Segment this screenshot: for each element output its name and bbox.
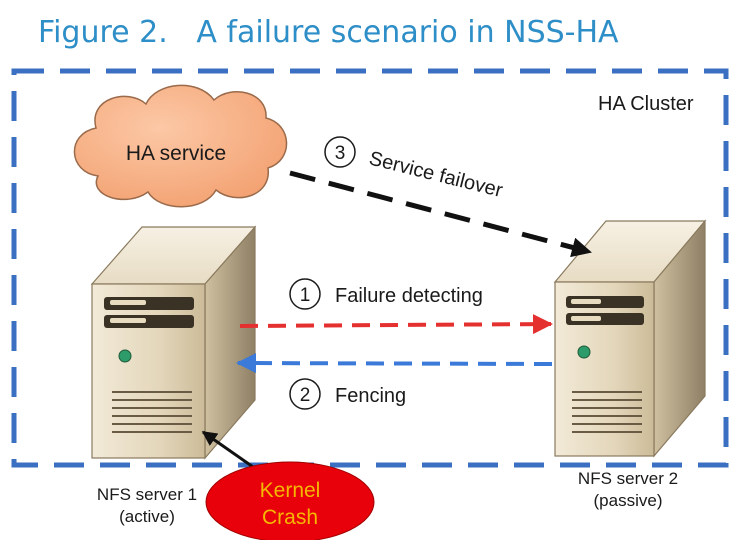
- kernel-crash-line2: Crash: [262, 506, 318, 529]
- step-1-label: Failure detecting: [335, 285, 483, 307]
- step-2-badge: 2: [289, 378, 321, 410]
- nfs-server-2-name: NFS server 2: [578, 469, 678, 488]
- kernel-crash-badge: Kernel Crash: [205, 461, 375, 540]
- step-3-number: 3: [335, 143, 346, 164]
- failure-detecting-arrow: [239, 314, 553, 335]
- step-2-label: Fencing: [335, 385, 406, 407]
- fencing-arrow: [236, 353, 553, 374]
- step-1-number: 1: [300, 285, 311, 306]
- nfs-server-2: [553, 219, 707, 458]
- step-3-badge: 3: [324, 136, 356, 168]
- nfs-server-2-role: (passive): [594, 491, 663, 510]
- ha-cluster-label: HA Cluster: [598, 93, 694, 115]
- kernel-crash-line1: Kernel: [260, 479, 321, 502]
- nfs-server-1: [90, 225, 257, 460]
- nfs-server-1-name: NFS server 1: [97, 485, 197, 504]
- step-3-label: Service failover: [367, 148, 505, 203]
- ha-service-cloud: HA service: [73, 84, 288, 208]
- service-failover-arrow: [289, 170, 592, 258]
- ha-service-label: HA service: [126, 142, 226, 165]
- figure-title: Figure 2. A failure scenario in NSS-HA: [38, 15, 619, 50]
- step-2-number: 2: [300, 385, 311, 406]
- nfs-server-1-role: (active): [119, 507, 175, 526]
- step-1-badge: 1: [289, 278, 321, 310]
